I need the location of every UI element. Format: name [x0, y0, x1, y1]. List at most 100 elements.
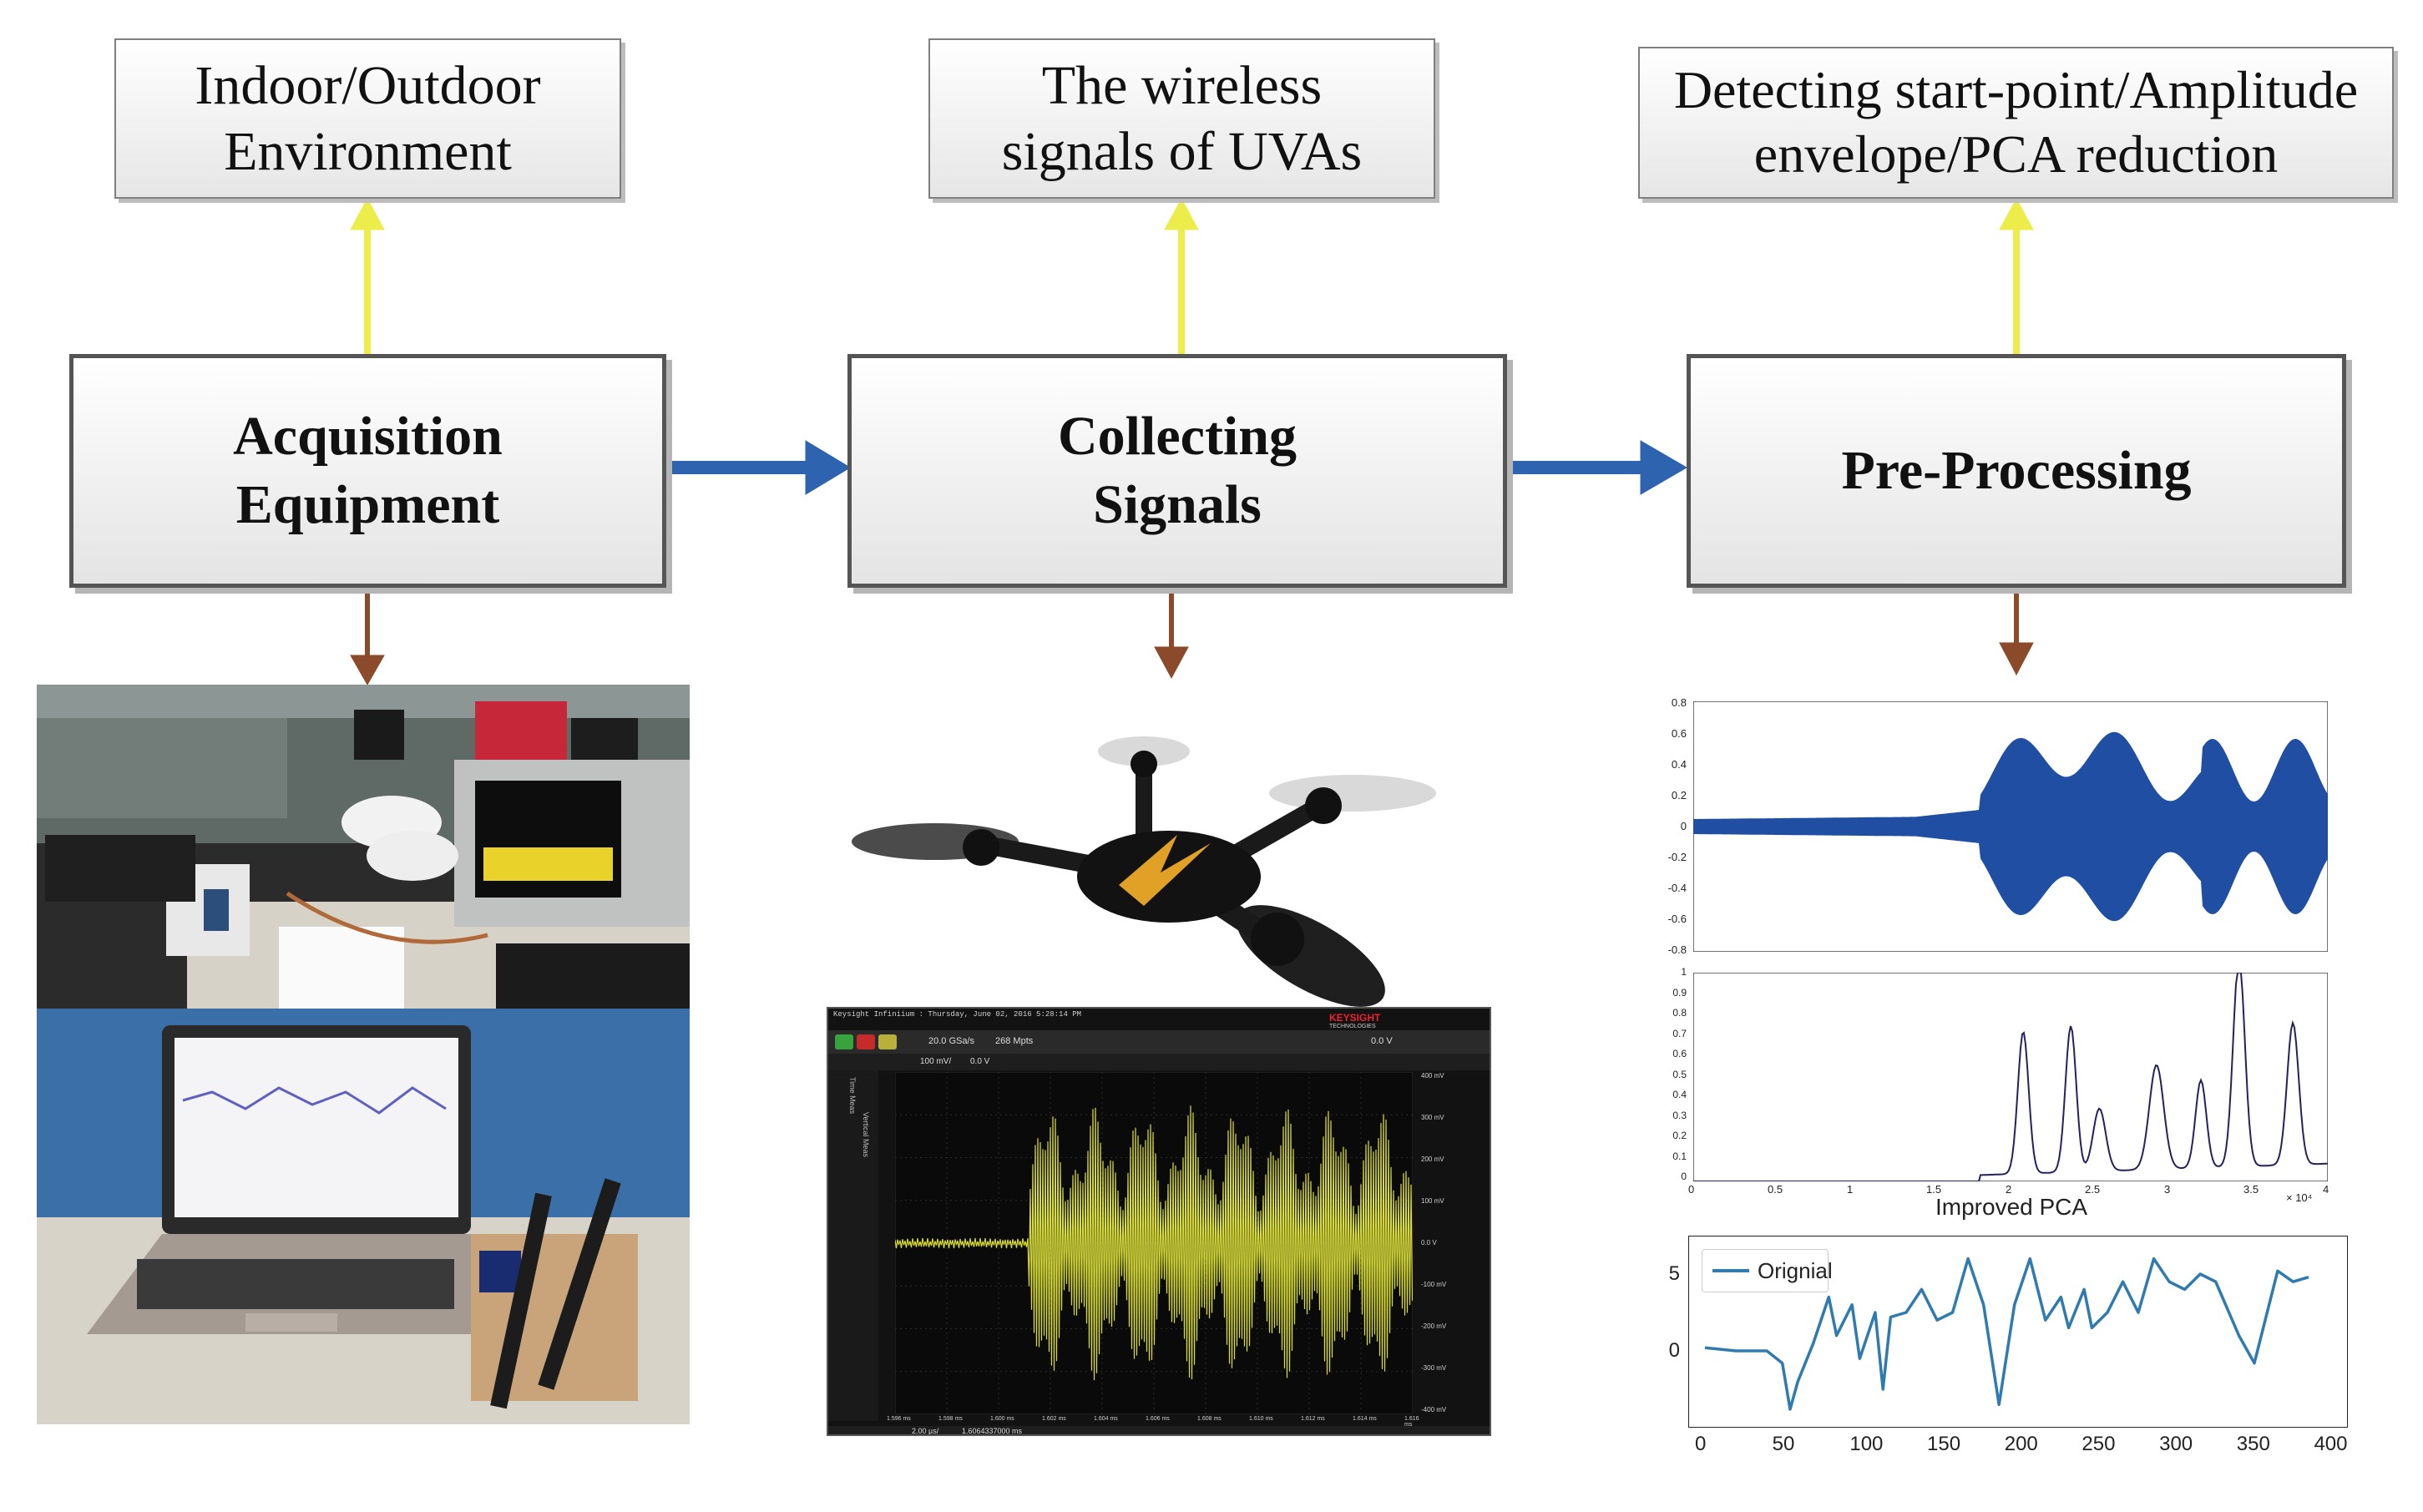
envelope-x-tick: 2 [2006, 1183, 2012, 1196]
raw-y-tick: 0 [1680, 820, 1687, 832]
envelope-line [1693, 973, 2328, 1181]
envelope-y-tick: 0.6 [1672, 1048, 1687, 1059]
step-label: Pre-Processing [1841, 439, 2192, 501]
memory-depth: 268 Mpts [995, 1036, 1034, 1046]
pca-x-tick: 50 [1772, 1433, 1795, 1455]
raw-y-tick: -0.4 [1667, 882, 1687, 894]
envelope-x-tick: 3.5 [2243, 1183, 2259, 1196]
envelope-y-tick: 0 [1681, 1171, 1687, 1182]
raw-y-tick: 0.8 [1671, 696, 1687, 709]
envelope-y-tick: 0.4 [1672, 1089, 1687, 1100]
trigger-level: 0.0 V [1371, 1036, 1393, 1046]
scope-x-tick: 1.612 ms [1301, 1416, 1325, 1422]
oscilloscope-screen: Keysight Infiniium : Thursday, June 02, … [827, 1007, 1491, 1436]
note-box-wireless-signals: The wireless signals of UVAs [928, 38, 1435, 199]
single-button[interactable] [878, 1034, 897, 1049]
scope-x-tick: 1.614 ms [1353, 1416, 1377, 1422]
raw-y-tick: -0.2 [1667, 851, 1687, 863]
scope-header: Keysight Infiniium : Thursday, June 02, … [833, 1010, 1082, 1019]
pca-line [1704, 1257, 2309, 1411]
scope-x-tick: 1.600 ms [990, 1416, 1014, 1422]
brand-logo: KEYSIGHT [1329, 1012, 1381, 1024]
note-arrows [350, 197, 2034, 355]
flow-arrows [653, 440, 1687, 495]
pca-y-tick: 0 [1668, 1339, 1680, 1362]
note-label: Detecting start-point/Amplitude envelope… [1673, 60, 2359, 184]
time-per-div: 2.00 µs/ [912, 1427, 939, 1435]
pca-x-tick: 150 [1927, 1433, 1961, 1455]
flow-arrowhead-2 [1640, 440, 1687, 495]
envelope-x-exponent: × 10⁴ [2286, 1191, 2313, 1204]
side-tab-vertical[interactable]: Vertical Meas [862, 1112, 870, 1158]
step-label: Acquisition Equipment [233, 405, 503, 536]
envelope-x-tick: 0.5 [1768, 1183, 1783, 1196]
scope-y-tick: -200 mV [1421, 1322, 1447, 1330]
step-label: Collecting Signals [1058, 405, 1297, 536]
note-arrowhead-1 [350, 197, 385, 230]
envelope-y-tick: 0.1 [1672, 1150, 1687, 1162]
raw-y-tick: 0.4 [1671, 758, 1687, 771]
scope-x-tick: 1.608 ms [1197, 1416, 1222, 1422]
pca-x-tick: 200 [2004, 1433, 2038, 1455]
stop-button[interactable] [857, 1034, 875, 1049]
scope-y-tick: -300 mV [1421, 1364, 1447, 1372]
run-button[interactable] [835, 1034, 853, 1049]
image-arrows [350, 584, 2034, 686]
scope-y-tick: -100 mV [1421, 1281, 1447, 1288]
envelope-y-tick: 0.3 [1672, 1109, 1687, 1121]
note-label: The wireless signals of UVAs [1001, 54, 1363, 182]
note-box-processing-methods: Detecting start-point/Amplitude envelope… [1638, 47, 2394, 199]
scope-x-tick: 1.606 ms [1146, 1416, 1170, 1422]
laptop-receiver-photo [37, 1009, 690, 1424]
envelope-y-tick: 0.9 [1672, 986, 1687, 999]
pca-x-tick: 350 [2236, 1433, 2270, 1455]
raw-signal-plot [1693, 701, 2328, 952]
note-box-environment: Indoor/Outdoor Environment [114, 38, 621, 199]
scope-x-tick: 1.616 ms [1404, 1416, 1419, 1428]
pca-y-tick: 5 [1668, 1262, 1680, 1285]
scope-waveform [895, 1072, 1413, 1414]
envelope-x-tick: 2.5 [2085, 1183, 2101, 1196]
side-tab-time[interactable]: Time Meas [848, 1077, 857, 1115]
pca-x-tick: 300 [2159, 1433, 2193, 1455]
envelope-plot [1693, 973, 2328, 1181]
volts-per-div: 100 mV/ [920, 1057, 952, 1066]
envelope-x-tick: 0 [1688, 1183, 1695, 1196]
note-arrowhead-2 [1164, 197, 1199, 230]
envelope-y-tick: 0.2 [1672, 1130, 1687, 1141]
scope-y-tick: 0.0 V [1421, 1239, 1437, 1247]
envelope-y-tick: 1 [1681, 966, 1687, 978]
image-arrowhead-2 [1154, 646, 1189, 680]
scope-x-tick: 1.598 ms [938, 1416, 963, 1422]
scope-x-tick: 1.602 ms [1042, 1416, 1066, 1422]
envelope-x-tick: 1.5 [1926, 1183, 1942, 1196]
image-arrowhead-1 [350, 655, 385, 686]
scope-y-tick: -400 mV [1421, 1406, 1447, 1413]
scope-y-tick: 200 mV [1421, 1155, 1444, 1163]
lab-setup-photo [37, 685, 690, 1009]
scope-toolbar: 20.0 GSa/s 268 Mpts 0.0 V KEYSIGHT TECHN… [828, 1012, 1490, 1054]
channel-offset: 0.0 V [970, 1057, 990, 1066]
scope-y-tick: 100 mV [1421, 1197, 1444, 1205]
pca-x-tick: 400 [2314, 1433, 2348, 1455]
step-collecting-signals: Collecting Signals [847, 354, 1507, 588]
pca-x-tick: 100 [1849, 1433, 1884, 1455]
envelope-y-tick: 0.5 [1672, 1068, 1687, 1080]
raw-y-tick: 0.6 [1671, 727, 1687, 740]
flow-arrowhead-1 [805, 440, 851, 495]
pca-x-tick: 250 [2082, 1433, 2116, 1455]
scope-y-tick: 300 mV [1421, 1114, 1444, 1121]
raw-y-tick: -0.6 [1667, 913, 1687, 925]
pca-title: Improved PCA [1935, 1194, 2088, 1220]
scope-x-tick: 1.610 ms [1249, 1416, 1273, 1422]
sample-rate: 20.0 GSa/s [928, 1036, 975, 1046]
scope-sidebar: Time Meas Vertical Meas [828, 1070, 878, 1421]
